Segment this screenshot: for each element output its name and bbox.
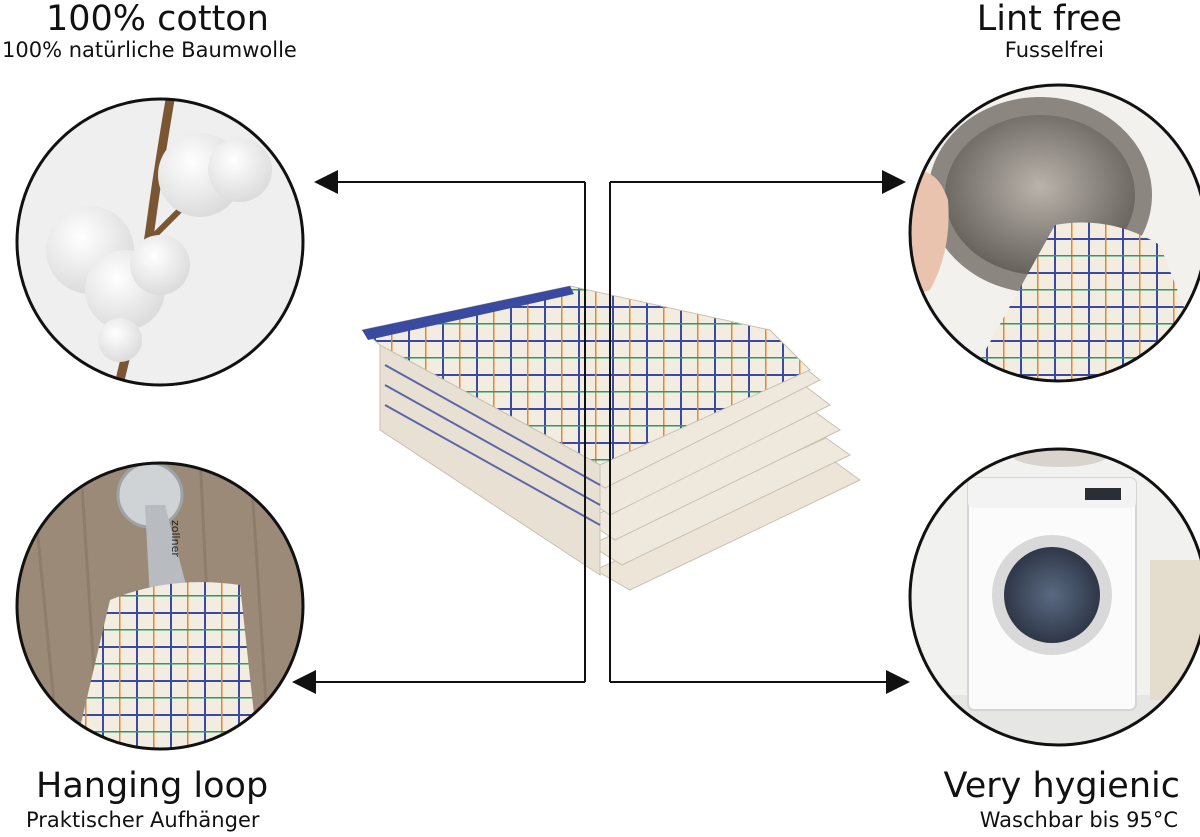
- feature-subtitle-lint-free: Fusselfrei: [1004, 38, 1104, 62]
- feature-title-hygienic: Very hygienic: [943, 766, 1180, 806]
- feature-subtitle-cotton: 100% natürliche Baumwolle: [2, 38, 297, 62]
- feature-subtitle-hanging-loop: Praktischer Aufhänger: [26, 808, 260, 832]
- connector-lines: [292, 170, 910, 694]
- wall-hook-icon: zollner: [15, 461, 305, 751]
- feature-title-cotton: 100% cotton: [46, 0, 269, 39]
- feature-title-hanging-loop: Hanging loop: [36, 766, 269, 806]
- cotton-boll-icon: [15, 97, 305, 387]
- bowl-drying-icon: [908, 83, 1200, 383]
- washing-machine-icon: [908, 447, 1200, 747]
- feature-subtitle-hygienic: Waschbar bis 95°C: [979, 808, 1178, 832]
- hook-brand-label: zollner: [169, 520, 182, 557]
- feature-title-lint-free: Lint free: [976, 0, 1122, 39]
